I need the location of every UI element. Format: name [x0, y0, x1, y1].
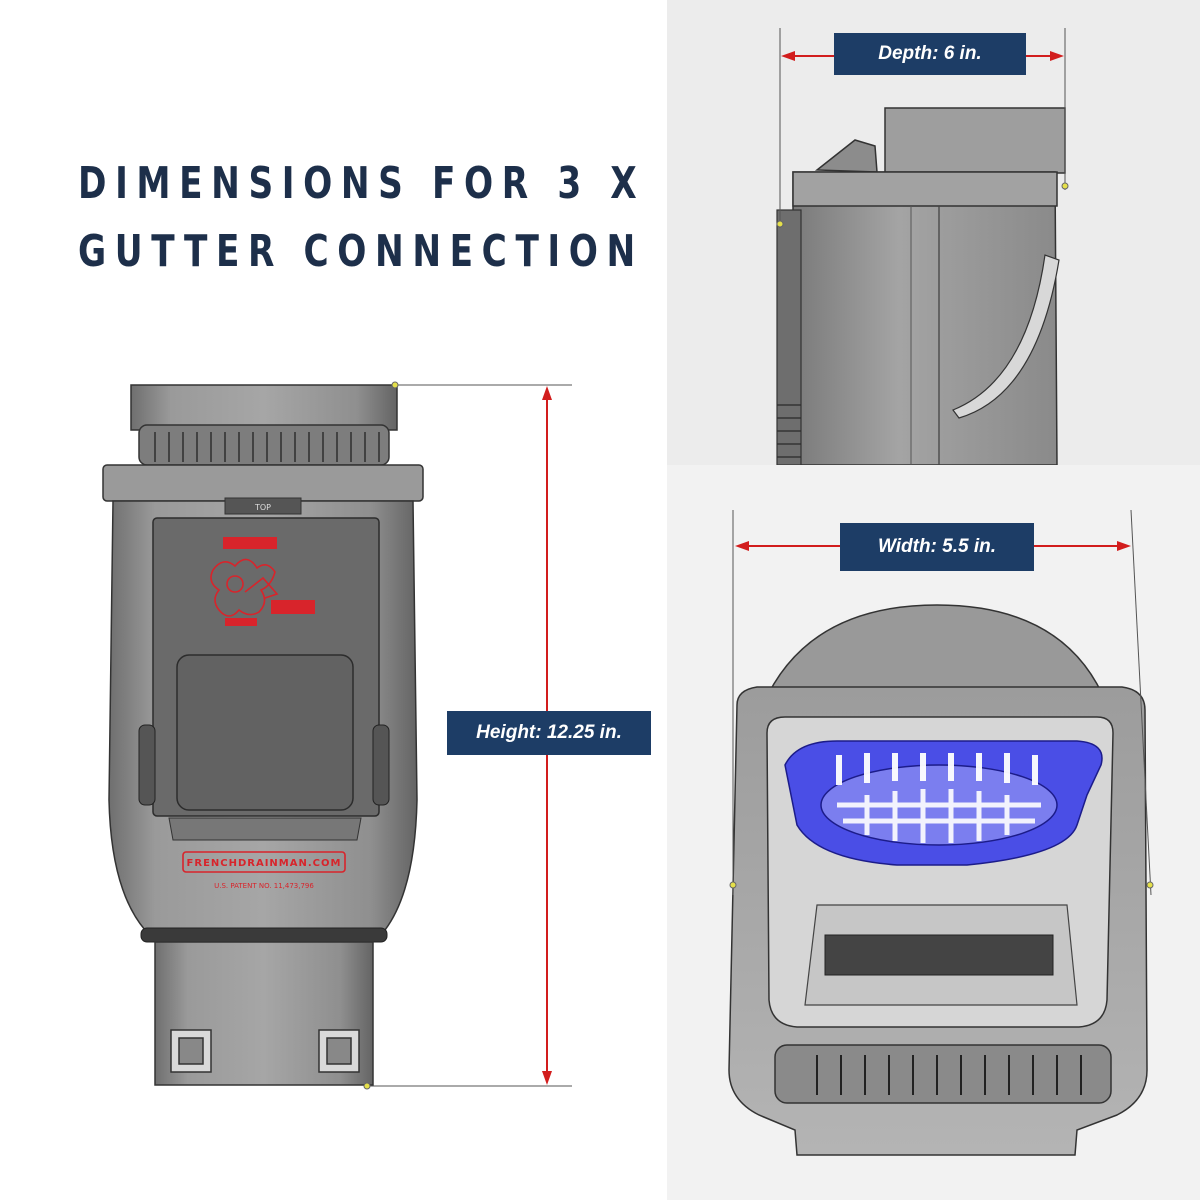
side-body	[792, 171, 1058, 465]
top-tab	[224, 497, 302, 515]
iso-bottom-grill	[774, 1044, 1112, 1104]
grill-slots	[154, 432, 380, 462]
gasket-ring	[140, 927, 388, 943]
title-line-1: DIMENSIONS FOR 3 X 4	[78, 158, 699, 209]
height-label: Height: 12.25 in.	[447, 711, 651, 755]
iso-inner-slot	[824, 934, 1054, 976]
front-view-drawing: TOP FRENCHDRAINMAN.COM U.S. PATENT NO. 1…	[102, 381, 572, 1090]
side-handle	[814, 139, 878, 173]
height-anchor-top	[391, 381, 399, 389]
left-hinge	[138, 724, 156, 806]
clip-right	[318, 1029, 360, 1073]
door-sill	[168, 817, 362, 841]
title-line-2: GUTTER CONNECTION	[78, 226, 644, 277]
url-plate	[182, 851, 346, 873]
side-rim	[792, 171, 1058, 207]
width-guide-right	[1130, 509, 1152, 896]
side-curve	[952, 254, 1060, 419]
height-anchor-bottom	[363, 1082, 371, 1090]
top-rim	[102, 464, 424, 502]
top-tab-text: TOP	[254, 503, 271, 512]
side-back-strip	[776, 209, 802, 465]
iso-dome	[761, 604, 1109, 706]
side-view-drawing	[776, 28, 1069, 465]
width-label: Width: 5.5 in.	[840, 523, 1034, 571]
height-arrow-head-top	[542, 386, 552, 400]
brand-logo	[210, 537, 315, 626]
page-title: DIMENSIONS FOR 3 X 4 GUTTER CONNECTION	[78, 150, 699, 286]
top-neck	[130, 384, 398, 431]
right-hinge	[372, 724, 390, 806]
top-view-panel: Width: 5.5 in.	[667, 465, 1200, 1200]
patent-text: U.S. PATENT NO. 11,473,796	[214, 882, 314, 890]
depth-label: Depth: 6 in.	[834, 33, 1026, 75]
top-view-drawing	[728, 509, 1154, 1156]
front-door	[176, 654, 354, 811]
height-arrow-head-bottom	[542, 1071, 552, 1085]
basket	[784, 740, 1103, 866]
clip-left	[170, 1029, 212, 1073]
front-view-panel: TOP FRENCHDRAINMAN.COM U.S. PATENT NO. 1…	[95, 370, 675, 1110]
side-view-panel: Depth: 6 in.	[667, 0, 1200, 465]
url-text: FRENCHDRAINMAN.COM	[187, 858, 342, 869]
side-top-box	[884, 107, 1066, 174]
